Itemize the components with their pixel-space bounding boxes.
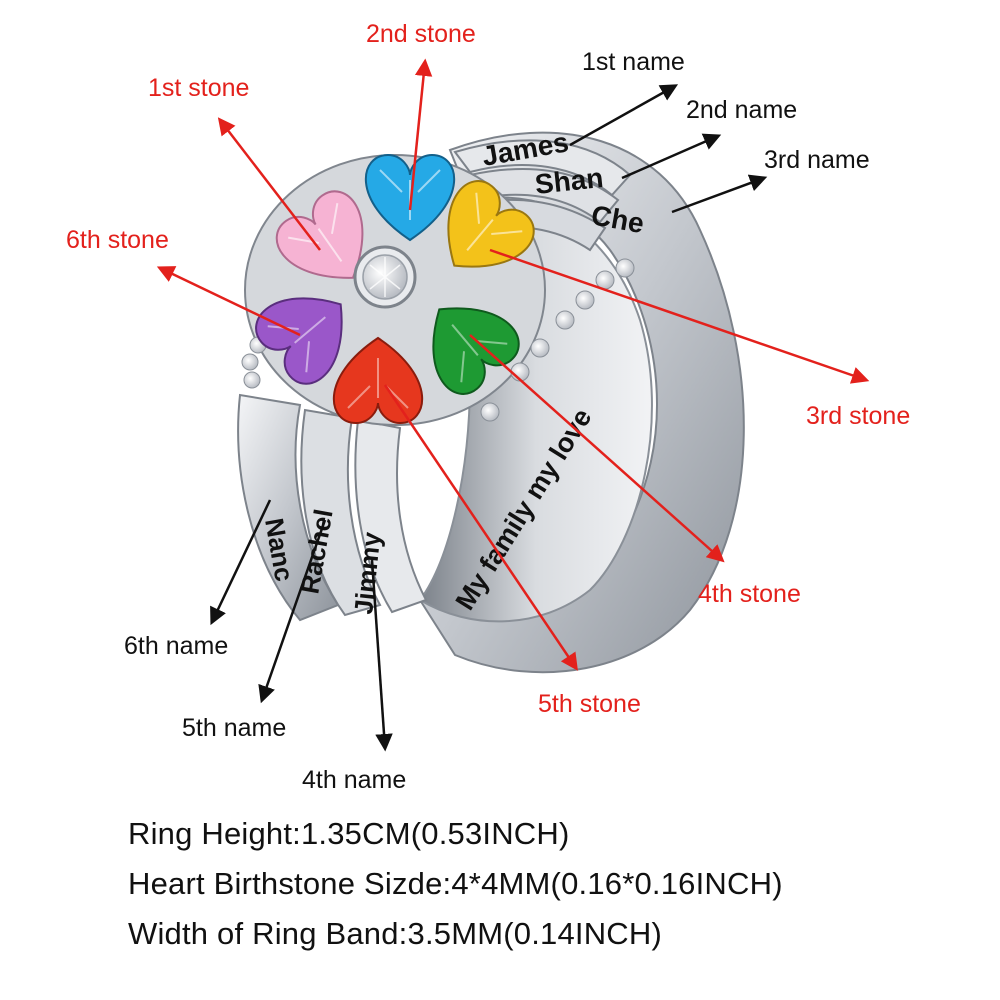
label-2nd-name: 2nd name bbox=[686, 96, 798, 124]
label-5th-stone: 5th stone bbox=[538, 690, 641, 718]
label-1st-name: 1st name bbox=[582, 48, 685, 76]
arrow-6th-name bbox=[210, 499, 272, 626]
stone-5th-red bbox=[332, 336, 424, 425]
engraving-band2: Shan bbox=[533, 162, 604, 200]
label-4th-stone: 4th stone bbox=[698, 580, 801, 608]
heart-stones bbox=[255, 153, 535, 425]
arrow-1st-name bbox=[569, 84, 679, 147]
arrow-4th-name bbox=[370, 559, 393, 752]
label-4th-name: 4th name bbox=[302, 766, 407, 794]
stone-2nd-blue bbox=[364, 153, 456, 242]
arrow-4th-stone bbox=[469, 334, 725, 563]
arrow-5th-stone bbox=[383, 384, 578, 671]
arrow-6th-stone bbox=[156, 266, 301, 337]
spec-stone-size: Heart Birthstone Sizde:4*4MM(0.16*0.16IN… bbox=[128, 866, 783, 901]
spec-band-width: Width of Ring Band:3.5MM(0.14INCH) bbox=[128, 916, 662, 951]
label-2nd-stone: 2nd stone bbox=[366, 20, 476, 48]
label-6th-stone: 6th stone bbox=[66, 226, 169, 254]
stone-arrows bbox=[156, 58, 870, 671]
label-3rd-stone: 3rd stone bbox=[806, 402, 911, 430]
arrow-1st-stone bbox=[217, 117, 321, 251]
label-5th-name: 5th name bbox=[182, 714, 287, 742]
label-3rd-name: 3rd name bbox=[764, 146, 870, 174]
label-6th-name: 6th name bbox=[124, 632, 229, 660]
arrow-2nd-stone bbox=[408, 58, 433, 211]
spec-ring-height: Ring Height:1.35CM(0.53INCH) bbox=[128, 816, 570, 851]
arrow-3rd-name bbox=[671, 174, 768, 214]
arrow-5th-name bbox=[258, 519, 327, 704]
name-arrows bbox=[210, 84, 768, 752]
stone-4th-green bbox=[432, 307, 520, 395]
accent-diamonds bbox=[241, 258, 635, 422]
arrow-3rd-stone bbox=[489, 248, 870, 384]
stone-3rd-yellow bbox=[447, 180, 535, 268]
arrow-2nd-name bbox=[621, 133, 722, 180]
center-diamond bbox=[353, 245, 417, 309]
label-1st-stone: 1st stone bbox=[148, 74, 250, 102]
